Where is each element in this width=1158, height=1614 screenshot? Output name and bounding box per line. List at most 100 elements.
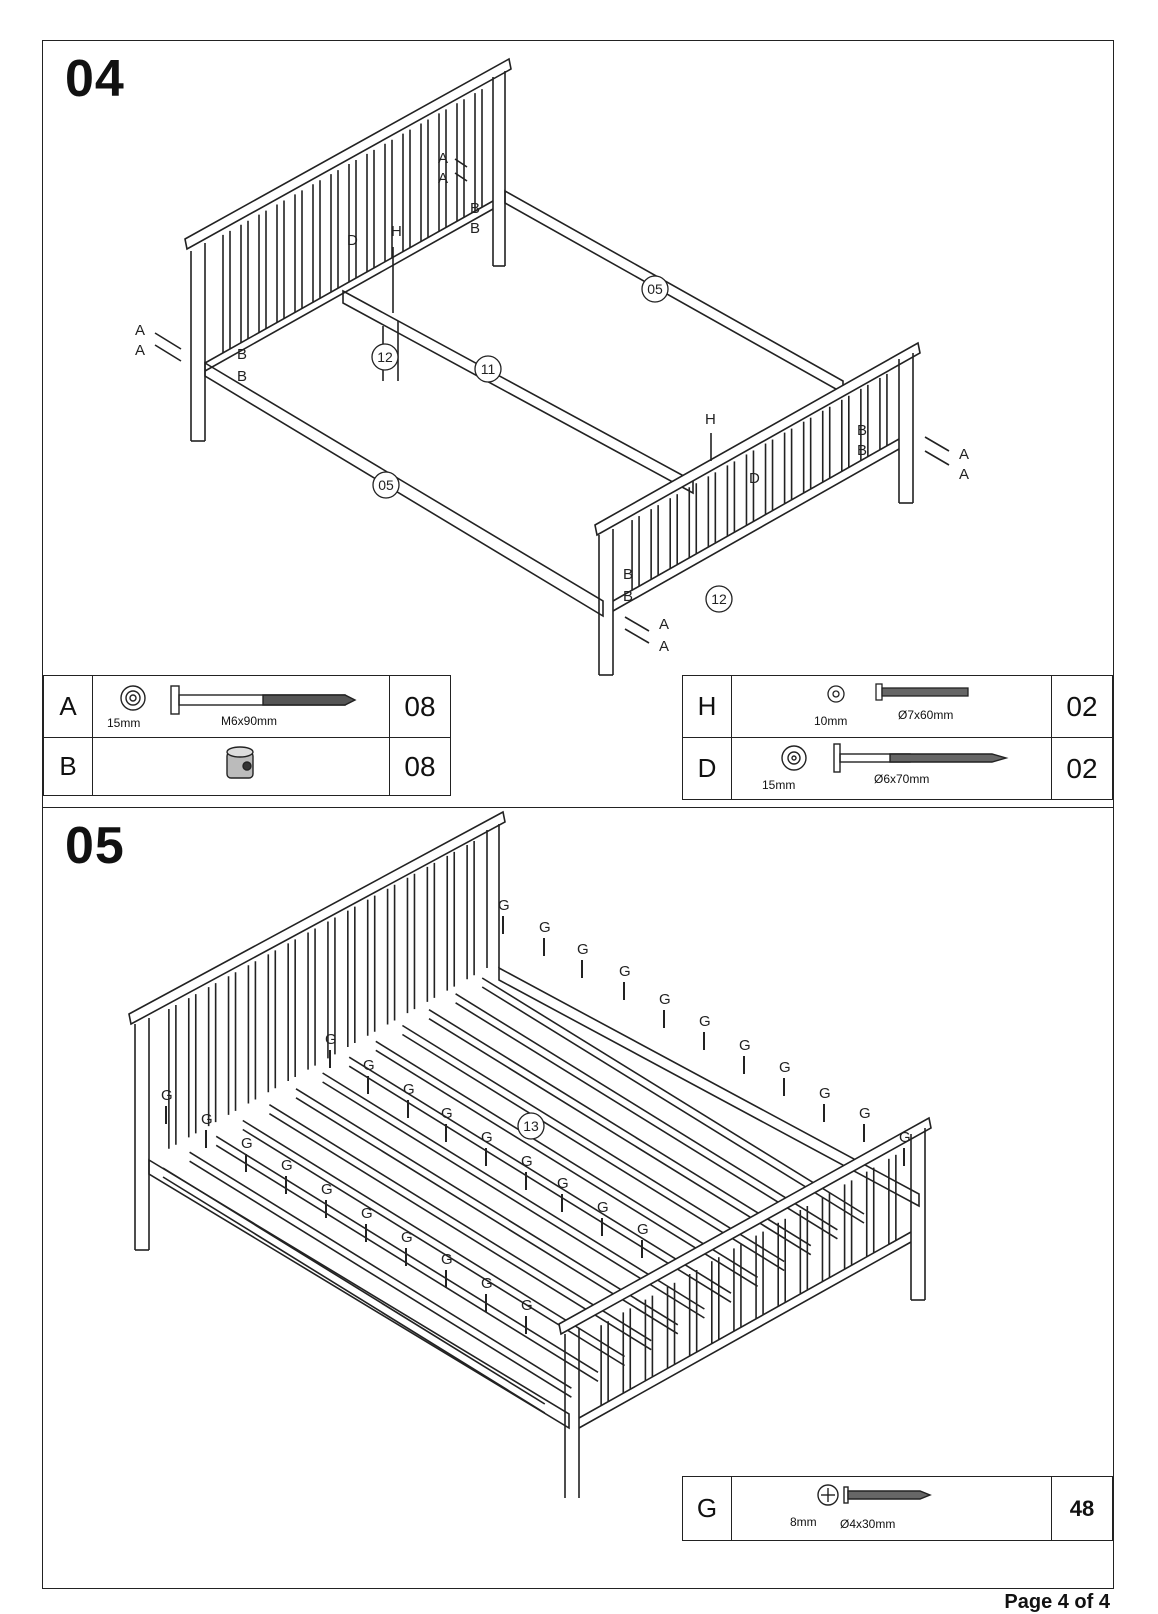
label-g: G — [659, 991, 671, 1008]
label-g: G — [637, 1221, 649, 1238]
label-g: G — [441, 1251, 453, 1268]
bed-slat — [215, 1135, 599, 1374]
bed-slat — [268, 1103, 652, 1342]
barrel-nut-picture — [92, 737, 390, 796]
part-code: A — [43, 675, 93, 738]
label-h: H — [705, 411, 716, 428]
label-g: G — [779, 1059, 791, 1076]
callout-part-13: 13 — [523, 1118, 539, 1134]
part-code: D — [682, 737, 732, 800]
label-a: A — [135, 322, 145, 339]
label-a: A — [959, 446, 969, 463]
label-g: G — [403, 1081, 415, 1098]
bed-slat — [295, 1088, 679, 1326]
label-g: G — [557, 1175, 569, 1192]
barrel-nut-icon — [226, 746, 254, 779]
label-g: G — [401, 1229, 413, 1246]
part-code: G — [682, 1476, 732, 1541]
bed-slat — [375, 1040, 759, 1279]
label-a: A — [659, 638, 669, 655]
part-quantity: 08 — [389, 675, 451, 738]
label-b: B — [470, 220, 480, 237]
label-g: G — [699, 1013, 711, 1030]
label-g: G — [539, 919, 551, 936]
label-b: B — [470, 200, 480, 217]
parts-table-left: A 15mm M6x90mm 08 B — [43, 675, 451, 796]
label-h: H — [391, 223, 402, 240]
label-b: B — [623, 566, 633, 583]
label-d: D — [347, 232, 358, 249]
label-a: A — [438, 170, 448, 187]
part-row-b: B 08 — [43, 737, 451, 796]
washer-size: 10mm — [814, 714, 848, 728]
screw-size: Ø7x60mm — [898, 708, 954, 722]
label-d: D — [749, 470, 760, 487]
label-a: A — [959, 466, 969, 483]
bolt-m6x90-picture: 15mm M6x90mm — [92, 675, 390, 738]
label-g: G — [363, 1057, 375, 1074]
bolt-with-washer-icon — [120, 685, 357, 715]
label-g: G — [361, 1205, 373, 1222]
bed-slat — [481, 986, 865, 1224]
step-04-panel: 04 — [42, 40, 1114, 808]
part-row-d: D 15mm Ø6x70mm 02 — [682, 737, 1113, 800]
label-g: G — [161, 1087, 173, 1104]
part-quantity: 02 — [1051, 675, 1113, 738]
part-quantity: 48 — [1051, 1476, 1113, 1541]
bed-slat — [428, 1008, 812, 1247]
bed-slat — [401, 1024, 785, 1263]
bed-slat — [162, 1176, 546, 1414]
parts-table-g: G 8mm Ø4x30mm 48 — [682, 1476, 1113, 1541]
label-g: G — [739, 1037, 751, 1054]
screw-with-washer-icon — [780, 743, 1009, 773]
label-b: B — [237, 346, 247, 363]
callout-part-05: 05 — [378, 477, 394, 493]
screw-with-washer-icon — [826, 683, 969, 703]
screw-6x70-picture: 15mm Ø6x70mm — [731, 737, 1052, 800]
bed-slat — [162, 1167, 546, 1405]
part-code: H — [682, 675, 732, 738]
bed-slat — [215, 1144, 599, 1383]
label-g: G — [498, 897, 510, 914]
label-g: G — [325, 1031, 337, 1048]
label-g: G — [521, 1297, 533, 1314]
label-g: G — [521, 1153, 533, 1170]
label-g: G — [241, 1135, 253, 1152]
bed-slat — [428, 1017, 812, 1256]
callout-part-05: 05 — [647, 281, 663, 297]
label-g: G — [281, 1157, 293, 1174]
bed-slat — [455, 1002, 838, 1240]
label-b: B — [623, 588, 633, 605]
label-g: G — [321, 1181, 333, 1198]
bolt-size: M6x90mm — [221, 714, 278, 728]
bed-slat — [242, 1119, 626, 1358]
bed-slat — [455, 993, 838, 1231]
part-row-g: G 8mm Ø4x30mm 48 — [682, 1476, 1113, 1541]
label-g: G — [481, 1275, 493, 1292]
screw-size: Ø6x70mm — [874, 772, 930, 786]
label-b: B — [857, 422, 867, 439]
screw-7x60-picture: 10mm Ø7x60mm — [731, 675, 1052, 738]
label-b: B — [237, 368, 247, 385]
bed-slat — [401, 1033, 785, 1272]
label-g: G — [577, 941, 589, 958]
page-number: Page 4 of 4 — [1004, 1591, 1110, 1613]
callout-part-12: 12 — [377, 349, 393, 365]
label-g: G — [597, 1199, 609, 1216]
parts-table-right: H 10mm Ø7x60mm 02 D — [682, 675, 1113, 800]
bed-slat — [189, 1151, 572, 1389]
washer-size: 15mm — [107, 716, 141, 730]
label-a: A — [135, 342, 145, 359]
bed-slat — [189, 1160, 572, 1398]
phillips-screw-icon — [816, 1484, 932, 1506]
label-a: A — [438, 150, 448, 167]
label-b: B — [857, 442, 867, 459]
label-g: G — [819, 1085, 831, 1102]
bed-slat — [481, 977, 865, 1215]
label-a: A — [659, 616, 669, 633]
part-quantity: 08 — [389, 737, 451, 796]
label-g: G — [859, 1105, 871, 1122]
label-g: G — [481, 1129, 493, 1146]
